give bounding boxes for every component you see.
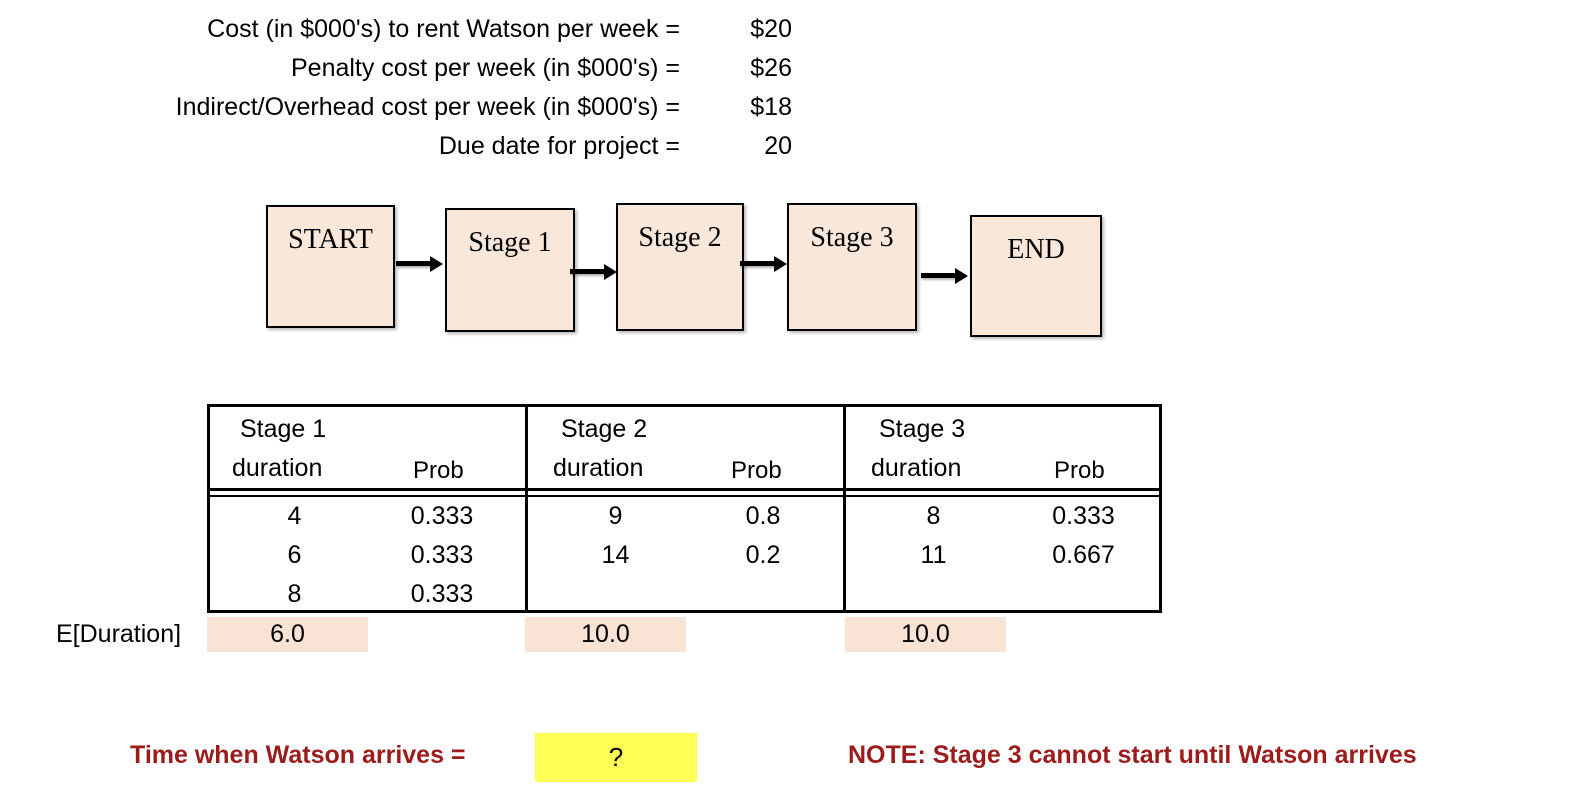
table-row: 8 0.333 [846,497,1159,536]
table-row [528,575,843,614]
table-vertical-divider-1 [525,407,528,610]
table-header-rule-top [210,488,1159,491]
flow-node-end[interactable]: END [970,215,1102,337]
arrow-shaft [921,273,956,278]
cell-stage-3-duration[interactable]: 11 [920,541,947,569]
watson-arrival-answer-field[interactable]: ? [535,733,697,782]
arrow-head [430,256,443,272]
table-group-stage-1-header: Stage 1 duration Prob [210,407,525,492]
arrow-shaft [396,261,431,266]
flow-node-start[interactable]: START [266,205,395,328]
parameter-row-overhead-cost: Indirect/Overhead cost per week (in $000… [0,88,800,127]
expected-duration-label: E[Duration] [56,620,182,648]
cell-stage-1-prob[interactable]: 0.333 [410,580,474,608]
table-group-stage-1: Stage 1 duration Prob 4 0.333 6 0.333 8 … [210,407,525,610]
table-row: 8 0.333 [210,575,525,614]
table-group-stage-2-header: Stage 2 duration Prob [528,407,843,492]
table-row: 6 0.333 [210,536,525,575]
flow-node-stage-1-label: Stage 1 [468,227,552,258]
cell-stage-3-prob[interactable]: 0.333 [1052,502,1115,530]
flow-arrow-start-to-stage1 [396,256,444,272]
column-header-stage-1-duration: duration [232,454,323,482]
cell-stage-2-duration[interactable]: 9 [608,502,623,530]
watson-arrival-label: Time when Watson arrives = [130,741,466,769]
stage-duration-distribution-table: Stage 1 duration Prob 4 0.333 6 0.333 8 … [207,404,1162,613]
cell-stage-2-prob[interactable]: 0.8 [745,502,781,530]
parameter-row-rent-cost: Cost (in $000's) to rent Watson per week… [0,10,800,49]
cell-stage-2-duration[interactable]: 14 [601,541,630,569]
table-group-stage-2: Stage 2 duration Prob 9 0.8 14 0.2 [528,407,843,610]
table-group-stage-3-header: Stage 3 duration Prob [846,407,1159,492]
cell-stage-1-duration[interactable]: 8 [287,580,302,608]
note-text: NOTE: Stage 3 cannot start until Watson … [848,741,1417,769]
table-vertical-divider-2 [843,407,846,610]
arrow-shaft [570,269,605,274]
column-header-stage-1-prob: Prob [413,457,464,484]
flow-node-start-label: START [288,224,373,255]
cell-stage-3-duration[interactable]: 8 [926,502,941,530]
table-row [846,575,1159,614]
table-row: 9 0.8 [528,497,843,536]
cell-stage-1-duration[interactable]: 6 [287,541,302,569]
parameter-row-due-date: Due date for project = 20 [0,127,800,166]
flow-node-stage-3[interactable]: Stage 3 [787,203,917,331]
parameter-value-rent-cost[interactable]: $20 [750,15,792,43]
expected-duration-value-stage-3[interactable]: 10.0 [845,617,1006,652]
column-header-stage-1: Stage 1 [240,415,327,443]
arrow-shaft [740,261,775,266]
flow-arrow-stage3-to-end [921,268,969,284]
parameter-label-overhead-cost: Indirect/Overhead cost per week (in $000… [175,93,680,121]
expected-duration-value-stage-1[interactable]: 6.0 [207,617,368,652]
flow-arrow-stage1-to-stage2 [570,264,618,280]
column-header-stage-2-duration: duration [553,454,644,482]
parameter-block: Cost (in $000's) to rent Watson per week… [0,10,800,166]
table-group-stage-3: Stage 3 duration Prob 8 0.333 11 0.667 [846,407,1159,610]
cell-stage-1-duration[interactable]: 4 [287,502,302,530]
table-row: 11 0.667 [846,536,1159,575]
flow-node-stage-2-label: Stage 2 [638,222,722,253]
parameter-value-penalty-cost[interactable]: $26 [750,54,792,82]
column-header-stage-3-prob: Prob [1054,457,1105,484]
parameter-label-due-date: Due date for project = [438,132,680,160]
expected-duration-value-stage-2[interactable]: 10.0 [525,617,686,652]
cell-stage-1-prob[interactable]: 0.333 [410,541,474,569]
flow-node-stage-2[interactable]: Stage 2 [616,203,744,331]
flow-node-end-label: END [1007,234,1065,265]
flow-node-stage-1[interactable]: Stage 1 [445,208,575,332]
flow-arrow-stage2-to-stage3 [740,256,788,272]
arrow-head [604,264,617,280]
table-group-stage-2-body: 9 0.8 14 0.2 [528,497,843,610]
column-header-stage-3-duration: duration [871,454,962,482]
cell-stage-1-prob[interactable]: 0.333 [410,502,474,530]
parameter-value-overhead-cost[interactable]: $18 [750,93,792,121]
table-group-stage-1-body: 4 0.333 6 0.333 8 0.333 [210,497,525,610]
table-header-rule-bottom [210,495,1159,497]
parameter-value-due-date[interactable]: 20 [764,132,792,160]
table-row: 14 0.2 [528,536,843,575]
table-group-stage-3-body: 8 0.333 11 0.667 [846,497,1159,610]
column-header-stage-3: Stage 3 [879,415,966,443]
cell-stage-3-prob[interactable]: 0.667 [1052,541,1115,569]
cell-stage-2-prob[interactable]: 0.2 [745,541,781,569]
column-header-stage-2: Stage 2 [561,415,648,443]
table-row: 4 0.333 [210,497,525,536]
flow-node-stage-3-label: Stage 3 [810,222,894,253]
parameter-label-penalty-cost: Penalty cost per week (in $000's) = [290,54,680,82]
parameter-row-penalty-cost: Penalty cost per week (in $000's) = $26 [0,49,800,88]
parameter-label-rent-cost: Cost (in $000's) to rent Watson per week… [207,15,680,43]
arrow-head [774,256,787,272]
arrow-head [955,268,968,284]
column-header-stage-2-prob: Prob [731,457,782,484]
